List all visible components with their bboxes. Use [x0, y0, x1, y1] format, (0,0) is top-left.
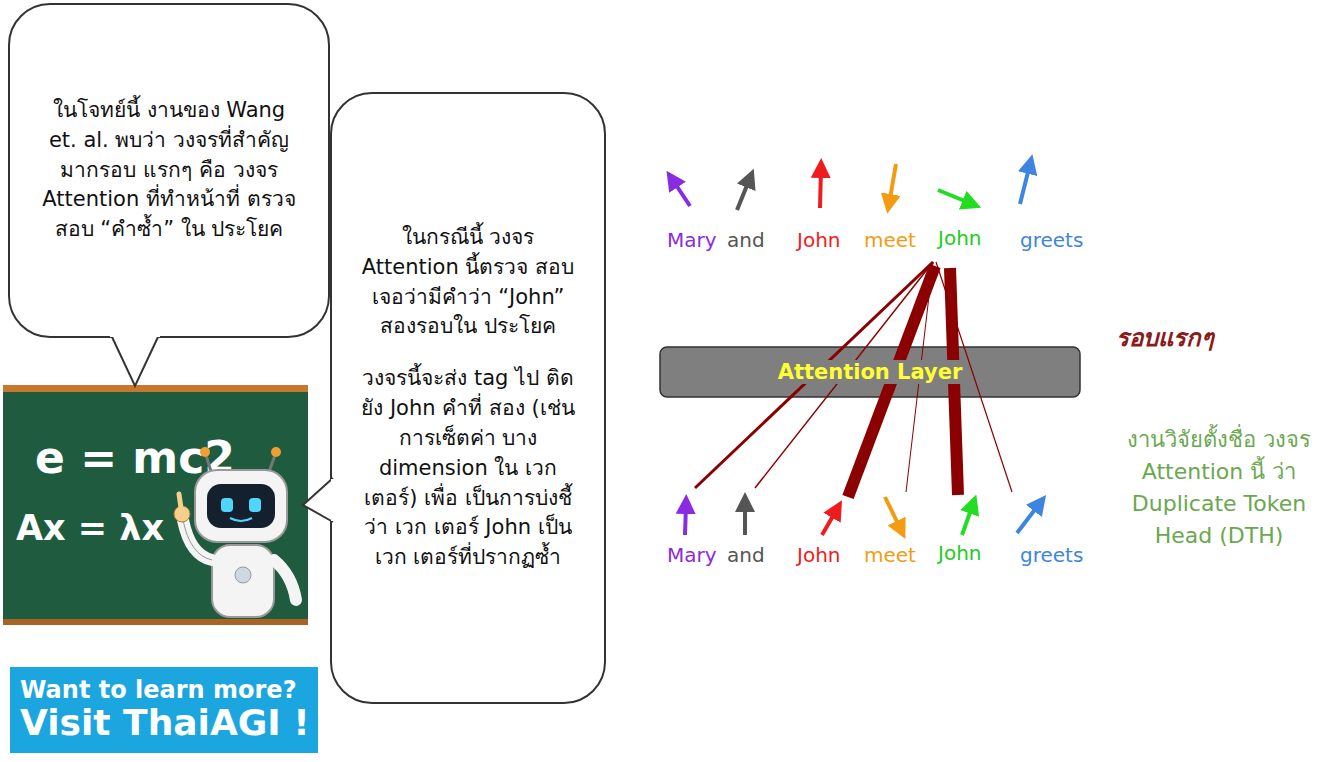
- robot-figure: [174, 447, 296, 617]
- promo-banner-text: Want to learn more?: [20, 677, 308, 703]
- token-label: John: [938, 541, 982, 565]
- promo-banner: Want to learn more?Visit ThaiAGI !: [10, 667, 318, 753]
- bubble-tail: [303, 478, 333, 522]
- attention-bar: [660, 347, 1080, 397]
- speech-bubble: ในกรณีนี้ วงจร Attention นี้ตรวจ สอบเจอว…: [330, 92, 606, 704]
- round-note: รอบแรกๆ: [1116, 318, 1214, 357]
- token-label: greets: [1020, 228, 1083, 252]
- token-label: greets: [1020, 543, 1083, 567]
- chalkboard-text: e = mc2: [35, 432, 235, 483]
- token-label: meet: [864, 543, 916, 567]
- bubble-tail: [112, 337, 158, 386]
- research-note: งานวิจัยตั้งชื่อ วงจร Attention นี้ ว่า …: [1108, 424, 1330, 552]
- token-label: meet: [864, 228, 916, 252]
- token-label: John: [938, 226, 982, 250]
- attention-layer: Attention Layer: [660, 347, 1080, 397]
- chalkboard-text: Ax = λx: [16, 508, 164, 548]
- token-label: Mary: [667, 543, 717, 567]
- chalkboard: e = mc2 Ax = λx: [3, 385, 308, 625]
- attention-layer-text: Attention Layer: [772, 360, 969, 384]
- speech-bubble-text: วงจรนี้จะส่ง tag ไป ติดยัง John คำที่ สอ…: [358, 364, 578, 573]
- token-label: John: [797, 543, 841, 567]
- speech-bubble: ในโจทย์นี้ งานของ Wang et. al. พบว่า วงจ…: [8, 3, 330, 338]
- attention-lines: [695, 262, 1012, 497]
- speech-bubble-text: ในกรณีนี้ วงจร Attention นี้ตรวจ สอบเจอว…: [358, 223, 578, 342]
- promo-banner-text: Visit ThaiAGI !: [20, 703, 308, 743]
- speech-bubble-text: ในโจทย์นี้ งานของ Wang et. al. พบว่า วงจ…: [36, 96, 302, 245]
- token-label: and: [727, 543, 765, 567]
- token-label: Mary: [667, 228, 717, 252]
- token-label: John: [797, 228, 841, 252]
- token-label: and: [727, 228, 765, 252]
- token-arrows: [672, 164, 1040, 535]
